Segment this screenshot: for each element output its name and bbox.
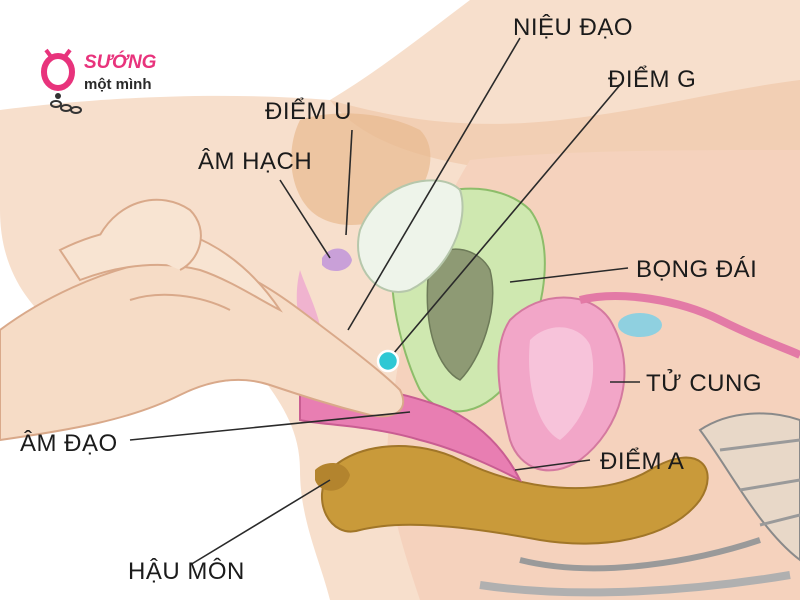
hand: [0, 198, 405, 442]
label-diem-a: ĐIỂM A: [600, 448, 685, 475]
g-spot-marker: [376, 349, 400, 373]
label-diem-u: ĐIỂM U: [265, 98, 352, 125]
leader-hau-mon: [189, 479, 331, 566]
label-am-dao: ÂM ĐẠO: [20, 430, 118, 457]
leader-am-hach: [279, 179, 331, 259]
label-bong-dai: BỌNG ĐÁI: [636, 256, 758, 283]
leader-diem-g: [387, 84, 621, 361]
leader-diem-a: [514, 459, 591, 471]
clitoris: [322, 248, 352, 272]
handcuff-icon: [41, 48, 82, 114]
leader-bong-dai: [509, 267, 629, 283]
leader-nieu-dao: [347, 37, 521, 331]
label-hau-mon: HẬU MÔN: [128, 558, 245, 585]
leader-lines: [129, 37, 640, 566]
leader-am-dao: [129, 411, 411, 441]
fallopian-tube: [579, 292, 800, 359]
label-am-hach: ÂM HẠCH: [198, 148, 313, 175]
bladder-inner: [426, 248, 494, 381]
logo-title: SƯỚNG: [84, 52, 157, 73]
spine: [479, 412, 800, 597]
label-nieu-dao: NIỆU ĐẠO: [513, 14, 634, 41]
pubic-bone: [357, 179, 464, 293]
leader-diem-u: [345, 129, 353, 236]
logo-subtitle: một mình: [84, 76, 152, 93]
brand-logo: SƯỚNG một mình: [40, 44, 180, 120]
rectum: [320, 445, 709, 545]
label-diem-g: ĐIỂM G: [608, 66, 697, 93]
label-tu-cung: TỬ CUNG: [646, 370, 762, 397]
ovary: [618, 313, 662, 337]
uterus-inner: [529, 327, 594, 440]
